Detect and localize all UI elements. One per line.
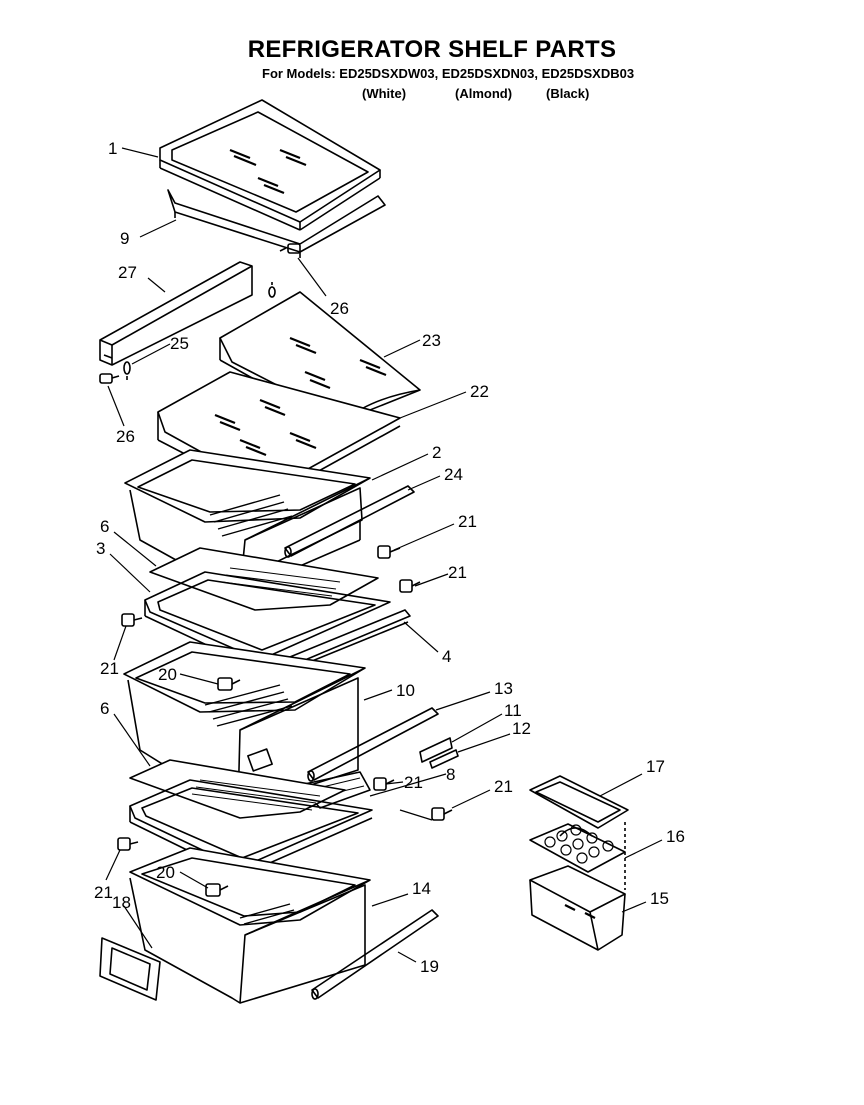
part-21-bracket-b (399, 579, 421, 593)
part-11-slide-control (419, 737, 453, 763)
callout-24: 24 (444, 465, 463, 484)
part-3-cover-frame (144, 571, 391, 671)
callout-19: 19 (420, 957, 439, 976)
part-26-screw-bottom (99, 373, 120, 384)
part-25-clip (123, 361, 131, 380)
callout-6-upper: 6 (100, 517, 109, 536)
part-18-label-panel (99, 937, 161, 1001)
callout-21-b: 21 (448, 563, 467, 582)
callout-12: 12 (512, 719, 531, 738)
part-13-trim-strip (307, 707, 439, 782)
callout-22: 22 (470, 382, 489, 401)
callout-10: 10 (396, 681, 415, 700)
callout-14: 14 (412, 879, 431, 898)
callout-20-upper: 20 (158, 665, 177, 684)
callout-21-a: 21 (458, 512, 477, 531)
part-25-clip-top (268, 282, 276, 298)
callout-21-f: 21 (94, 883, 113, 902)
callout-17: 17 (646, 757, 665, 776)
callout-2: 2 (432, 443, 441, 462)
callout-23: 23 (422, 331, 441, 350)
callout-8: 8 (446, 765, 455, 784)
color-almond-label: (Almond) (455, 86, 513, 101)
part-26-screw-top (279, 243, 301, 254)
diagram-title: REFRIGERATOR SHELF PARTS (247, 36, 617, 63)
part-27-rail (99, 261, 253, 366)
callout-15: 15 (650, 889, 669, 908)
part-12-slide-cover (429, 749, 459, 769)
leader-lines (105, 147, 663, 963)
callout-4: 4 (442, 647, 451, 666)
models-line: For Models: ED25DSXDW03, ED25DSXDN03, ED… (262, 66, 635, 81)
part-19-trim-strip (311, 909, 439, 1000)
callout-1: 1 (108, 139, 117, 158)
callout-16: 16 (666, 827, 685, 846)
callout-6-lower: 6 (100, 699, 109, 718)
callout-11: 11 (504, 701, 522, 720)
part-23-glass-shelf (219, 291, 421, 431)
callout-20-lower: 20 (156, 863, 175, 882)
callout-21-d: 21 (404, 773, 423, 792)
callout-25: 25 (170, 334, 189, 353)
callout-13: 13 (494, 679, 513, 698)
callout-26-top: 26 (330, 299, 349, 318)
part-14-meat-drawer (129, 847, 371, 1004)
callout-3: 3 (96, 539, 105, 558)
callout-27: 27 (118, 263, 137, 282)
color-white-label: (White) (362, 86, 407, 101)
part-10-crisper-drawer (123, 641, 366, 809)
part-21-bracket-a (377, 545, 401, 559)
part-17-egg-bin-lid (529, 775, 629, 829)
callout-9: 9 (120, 229, 129, 248)
part-1-glass-shelf (159, 99, 381, 231)
color-black-label: (Black) (546, 86, 590, 101)
callout-21-e: 21 (494, 777, 513, 796)
part-24-trim-strip (284, 485, 415, 558)
part-21-bracket-f (117, 837, 139, 851)
callout-21-c: 21 (100, 659, 119, 678)
part-20-roller-b (205, 883, 229, 897)
callout-26-bottom: 26 (116, 427, 135, 446)
part-15-egg-bin (529, 822, 626, 951)
part-21-bracket-e (431, 807, 453, 821)
callout-18: 18 (112, 893, 131, 912)
part-16-egg-tray (529, 823, 626, 873)
part-21-bracket-c (121, 613, 143, 627)
